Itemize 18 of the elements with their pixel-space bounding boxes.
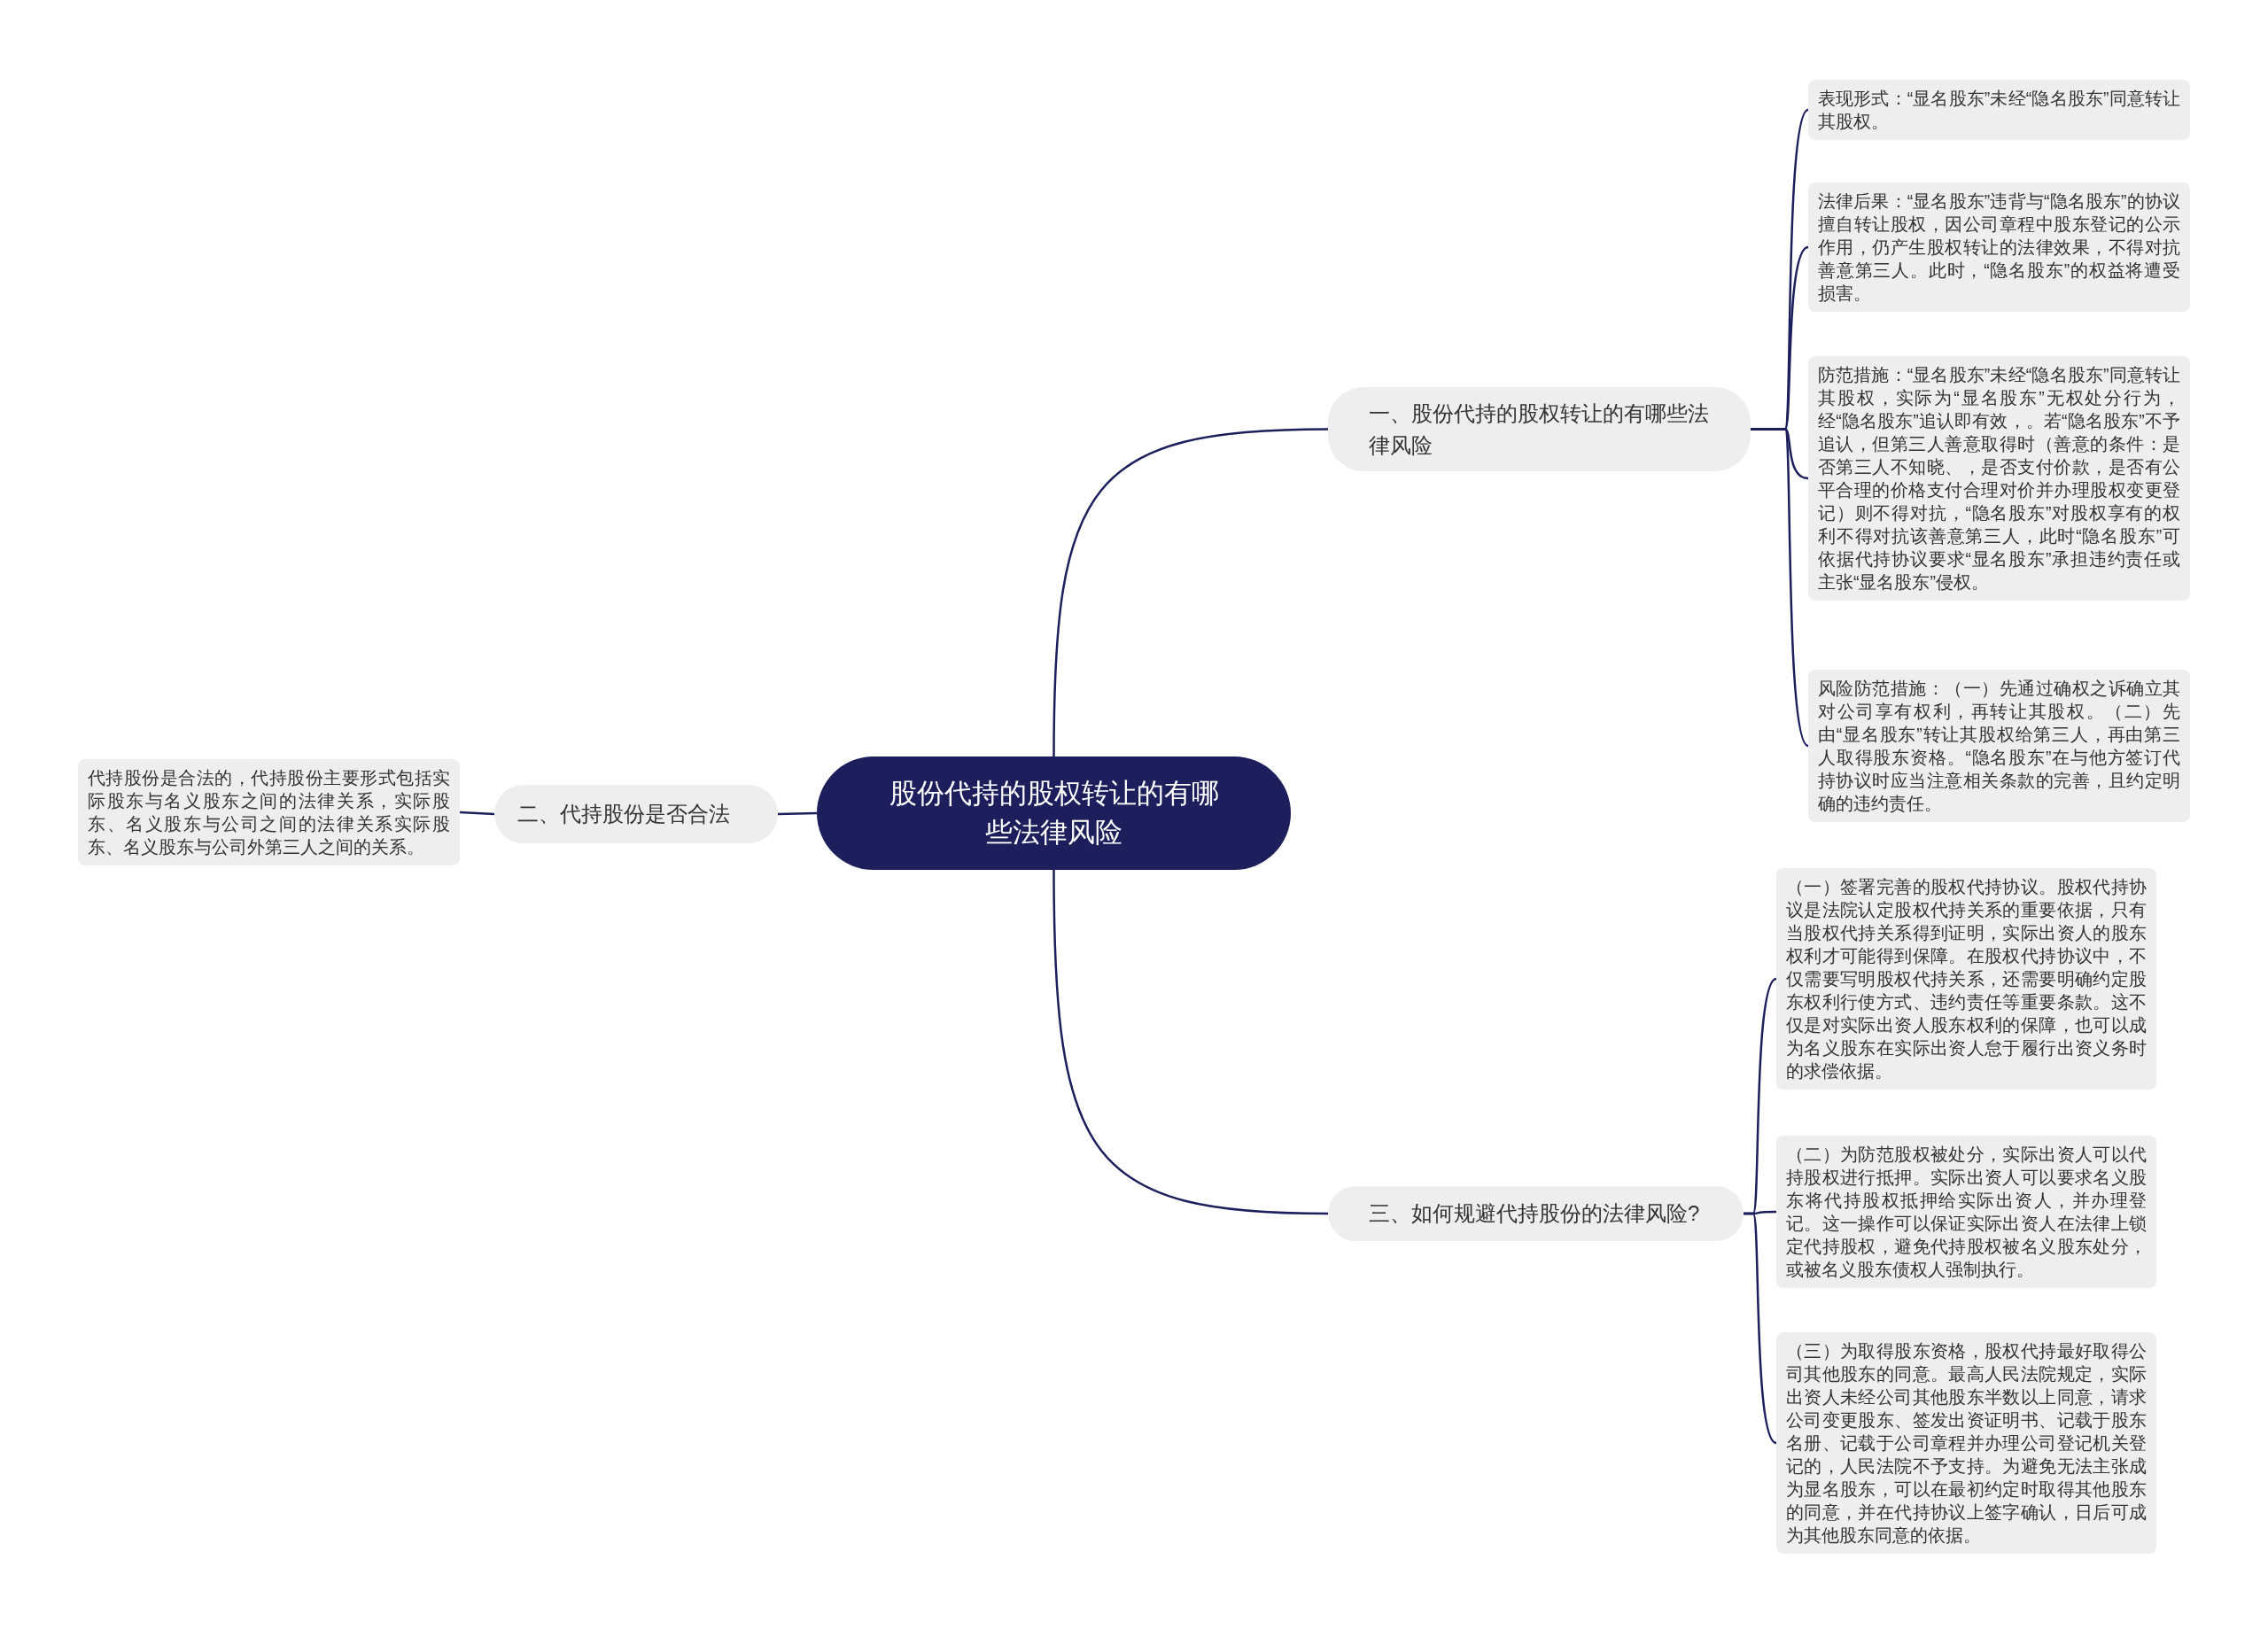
topic-box: 二、代持股份是否合法 [494,785,778,843]
note-box: 代持股份是合法的，代持股份主要形式包括实际股东与名义股东之间的法律关系，实际股东、名义股东与公司之间的法律关系实际股东、名义股东与公司外第三人之间的关系。 [78,759,460,865]
central-topic-box: 股份代持的股权转让的有哪些法律风险 [817,756,1291,870]
connector-line [459,811,495,816]
note-box: 表现形式：“显名股东”未经“隐名股东”同意转让其股权。 [1808,80,2190,140]
connector-line [777,811,818,816]
connector-line [1052,870,1329,1215]
connector-line [1751,428,1809,747]
connector-line [1744,1212,1777,1444]
note-box: （一）签署完善的股权代持协议。股权代持协议是法院认定股权代持关系的重要依据，只有当股权代持关系得到证明，实际出资人的股东权利才可能得到保障。在股权代持协议中，不仅需要写明股权代持关系，还需要明确约定股东权利行使方式、违约责任等重要条款。这不仅是对实际出资人股东权利的保障，也可以成为名义股东在实际出资人怠于履行出资义务时的求偿依据。 [1776,868,2156,1090]
note-box: （二）为防范股权被处分，实际出资人可以代持股权进行抵押。实际出资人可以要求名义股东将代持股权抵押给实际出资人，并办理登记。这一操作可以保证实际出资人在法律上锁定代持股权，避免代持股权被名义股东处分，或被名义股东债权人强制执行。 [1776,1136,2156,1288]
topic-box: 三、如何规避代持股份的法律风险? [1328,1186,1744,1241]
connector-line [1052,428,1329,756]
note-box: 风险防范措施：（一）先通过确权之诉确立其对公司享有权利，再转让其股权。（二）先由“显名股东”转让其股权给第三人，再由第三人取得股东资格。“隐名股东”在与他方签订代持协议时应当注意相关条款的完善，且约定明确的违约责任。 [1808,670,2190,822]
note-box: 法律后果：“显名股东”违背与“隐名股东”的协议擅自转让股权，因公司章程中股东登记的公示作用，仍产生股权转让的法律效果，不得对抗善意第三人。此时，“隐名股东”的权益将遭受损害。 [1808,182,2190,312]
topic-box: 一、股份代持的股权转让的有哪些法律风险 [1328,387,1751,471]
note-box: 防范措施：“显名股东”未经“隐名股东”同意转让其股权，实际为“显名股东”无权处分行为，经“隐名股东”追认即有效，。若“隐名股东”不予追认，但第三人善意取得时（善意的条件：是否第三人不知晓、，是否支付价款，是否有公平合理的价格支付合理对价并办理股权变更登记）则不得对抗，“隐名股东”对股权享有的权利不得对抗该善意第三人，此时“隐名股东”可依据代持协议要求“显名股东”承担违约责任或主张“显名股东”侵权。 [1808,356,2190,601]
note-box: （三）为取得股东资格，股权代持最好取得公司其他股东的同意。最高人民法院规定，实际出资人未经公司其他股东半数以上同意，请求公司变更股东、签发出资证明书、记载于股东名册、记载于公司章程并办理公司登记机关登记的，人民法院不予支持。为避免无法主张成为显名股东，可以在最初约定时取得其他股东的同意，并在代持协议上签字确认，日后可成为其他股东同意的依据。 [1776,1332,2156,1554]
